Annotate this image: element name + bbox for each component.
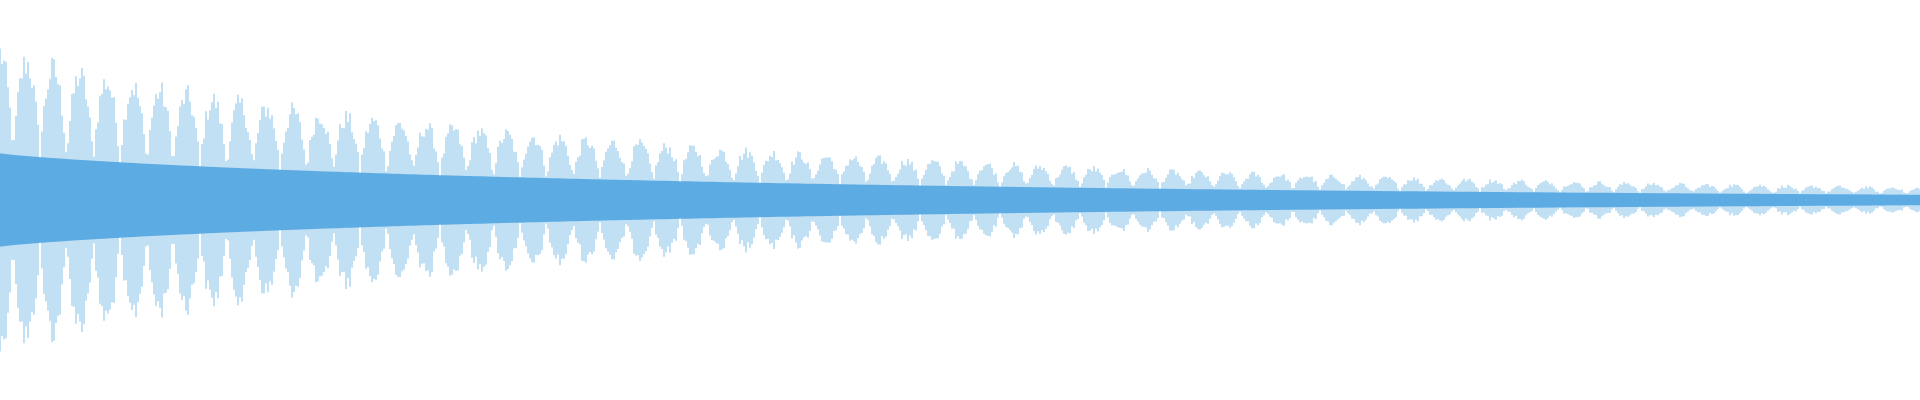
waveform-core <box>0 153 1920 247</box>
